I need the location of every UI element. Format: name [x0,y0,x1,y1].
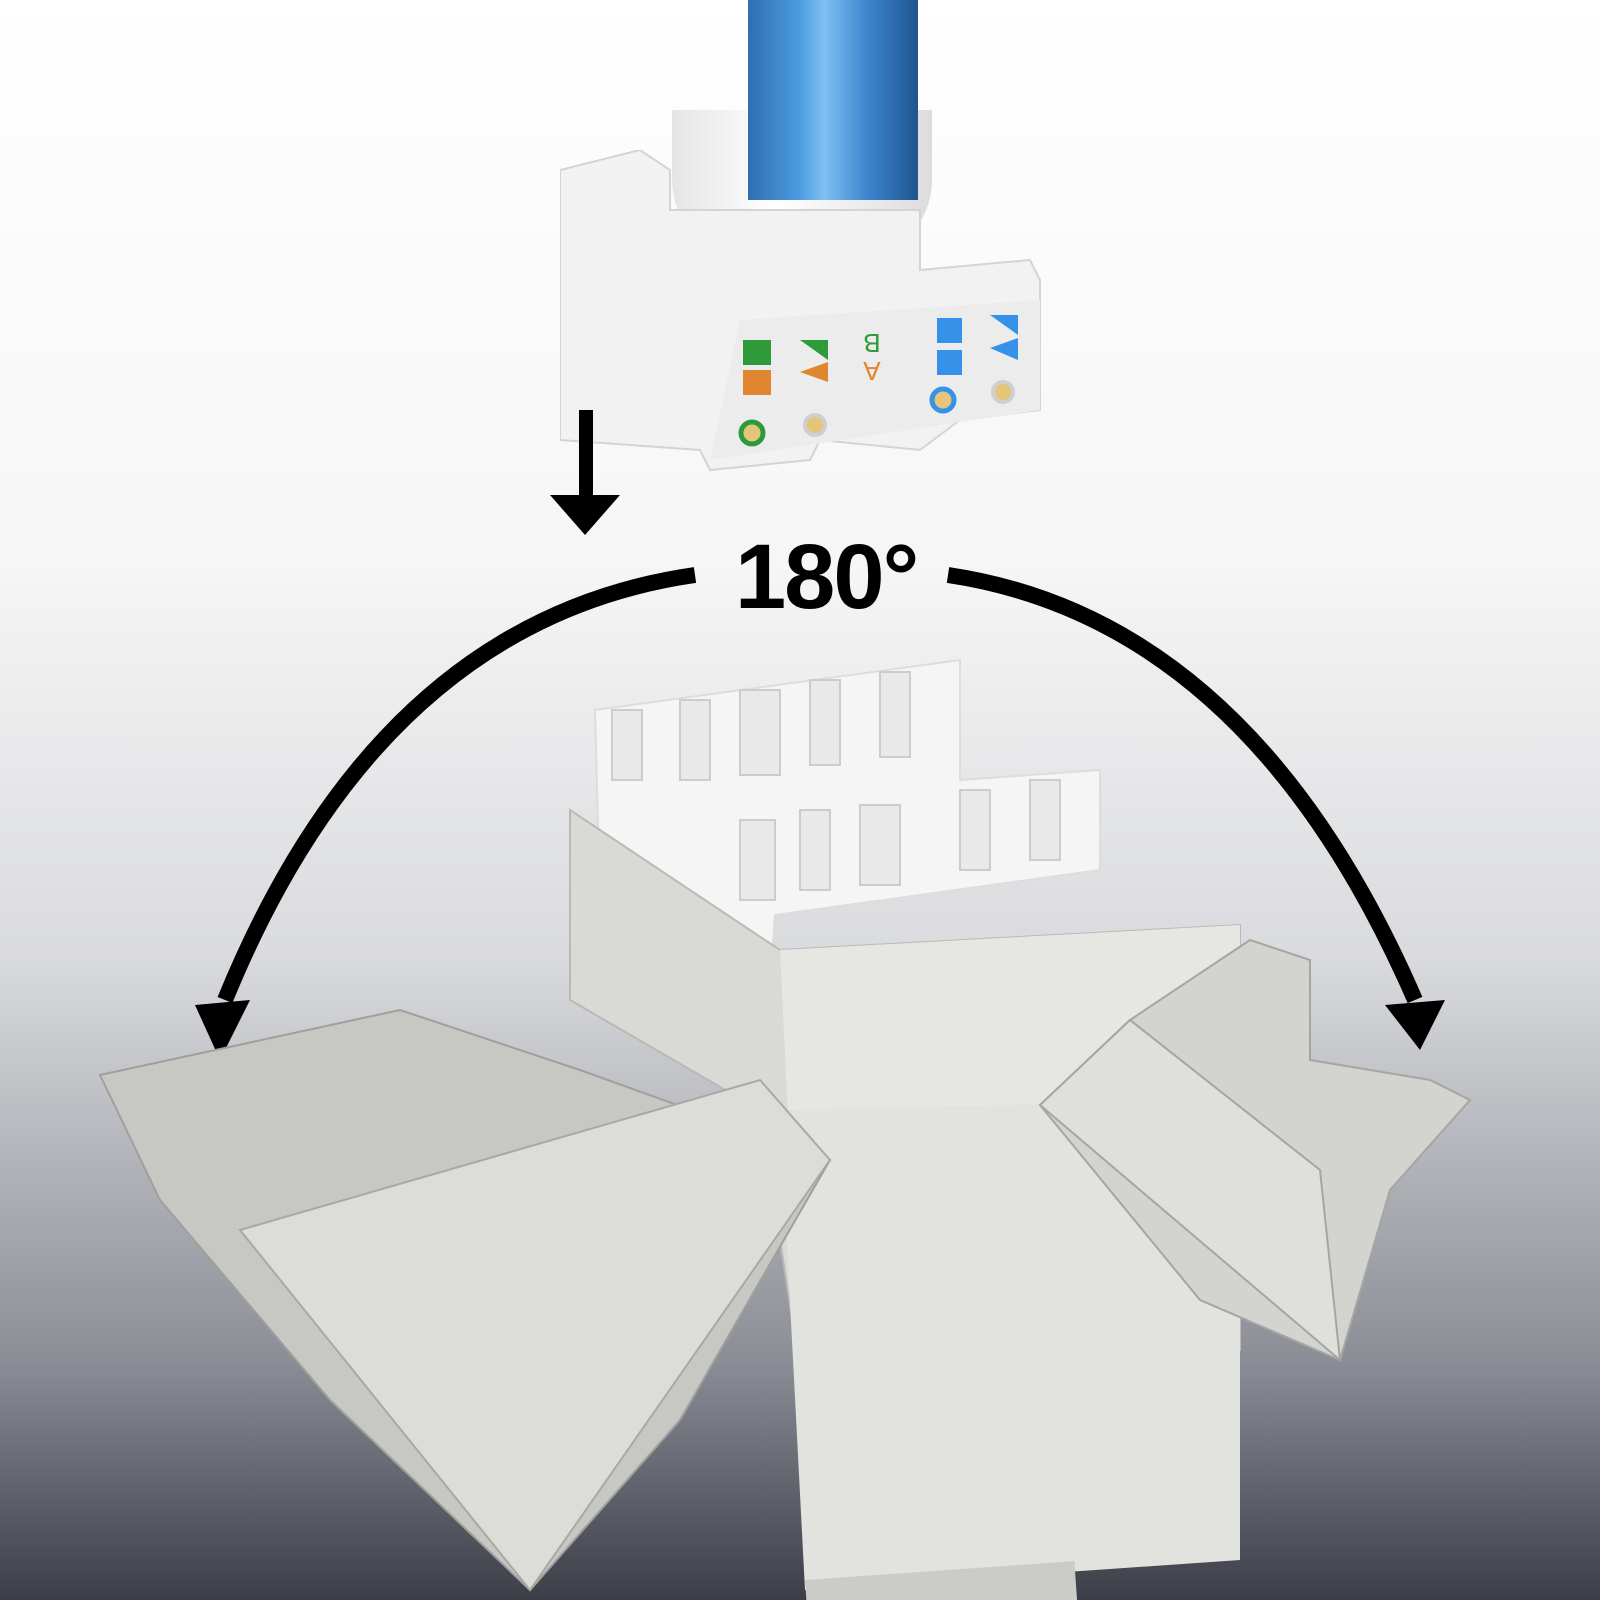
svg-text:B: B [863,328,880,358]
svg-text:A: A [863,356,881,386]
green-code-square [743,340,771,365]
network-cable [748,0,918,200]
orange-code-square [743,370,771,395]
rotation-degree-label: 180° [735,526,919,628]
down-arrow-icon [550,410,620,535]
termination-cap: B A [560,150,1041,472]
